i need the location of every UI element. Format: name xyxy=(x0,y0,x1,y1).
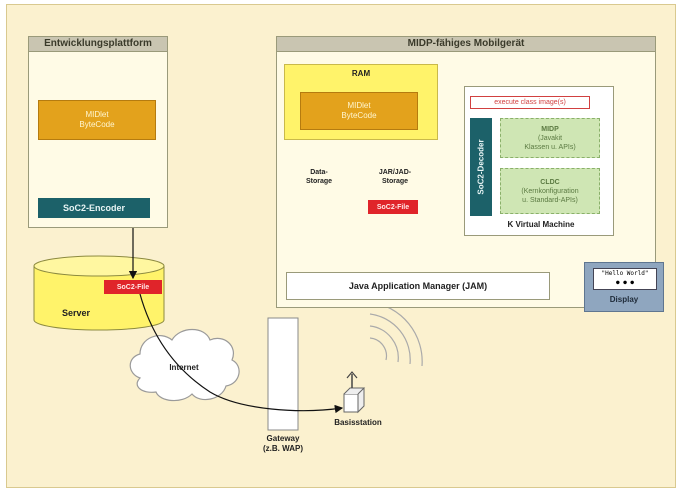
jar-storage-label: JAR/JAD- Storage xyxy=(362,168,428,186)
dev-midlet-line1: MIDlet xyxy=(85,110,109,119)
base-station-label: Basisstation xyxy=(334,418,382,427)
kvm-title: K Virtual Machine xyxy=(507,220,575,229)
cldc-line1: CLDC xyxy=(540,178,560,186)
display-screen: "Hello World" ● ● ● xyxy=(593,268,657,290)
soc2-decoder-box: SoC2-Decoder xyxy=(470,118,492,216)
display-dots: ● ● ● xyxy=(615,279,635,286)
midp-box: MIDP (Javakit Klassen u. APIs) xyxy=(500,118,600,158)
dev-midlet-line2: ByteCode xyxy=(79,120,115,129)
soc2-decoder-label: SoC2-Decoder xyxy=(476,139,486,195)
gateway-line2: (z.B. WAP) xyxy=(263,444,303,453)
cldc-line2: (Kernkonfiguration xyxy=(521,187,579,195)
jar-storage-line2: Storage xyxy=(381,178,409,185)
soc2-encoder-box: SoC2-Encoder xyxy=(38,198,150,218)
radio-waves xyxy=(369,301,423,367)
server-label: Server xyxy=(61,308,91,318)
ram-soc2-file: SoC2-File xyxy=(368,200,418,214)
gateway-line1: Gateway xyxy=(266,434,300,443)
jar-storage-line1: JAR/JAD- xyxy=(378,169,412,176)
gateway-label: Gateway (z.B. WAP) xyxy=(250,434,316,454)
server-soc2-file: SoC2-File xyxy=(104,280,162,294)
data-storage-line1: Data- xyxy=(310,169,328,176)
dev-platform-title: Entwicklungsplattform xyxy=(29,37,167,52)
ram-title: RAM xyxy=(351,69,371,78)
base-station-shape xyxy=(343,371,366,414)
ram-midlet-line2: ByteCode xyxy=(341,111,377,120)
data-storage-line2: Storage xyxy=(305,178,333,185)
display-device: "Hello World" ● ● ● Display xyxy=(584,262,664,312)
midp-line1: MIDP xyxy=(541,125,559,133)
cldc-box: CLDC (Kernkonfiguration u. Standard-APIs… xyxy=(500,168,600,214)
execute-class-images: execute class image(s) xyxy=(470,96,590,109)
mobile-device-title: MIDP-fähiges Mobilgerät xyxy=(277,37,655,52)
gateway-box xyxy=(267,317,299,431)
ram-midlet-line1: MIDlet xyxy=(347,101,371,110)
internet-label: Internet xyxy=(169,363,199,372)
ram-midlet-bytecode-box: MIDlet ByteCode xyxy=(300,92,418,130)
jam-box: Java Application Manager (JAM) xyxy=(286,272,550,300)
midp-line3: Klassen u. APIs) xyxy=(524,143,576,151)
data-storage-label: Data- Storage xyxy=(286,168,352,186)
line-server-to-basestation xyxy=(139,293,344,414)
cldc-line3: u. Standard-APIs) xyxy=(522,196,578,204)
display-label: Display xyxy=(609,295,639,304)
dev-midlet-bytecode-box: MIDlet ByteCode xyxy=(38,100,156,140)
display-screen-text: "Hello World" xyxy=(601,270,649,277)
internet-cloud-shape xyxy=(129,328,240,402)
midp-line2: (Javakit xyxy=(537,134,563,142)
